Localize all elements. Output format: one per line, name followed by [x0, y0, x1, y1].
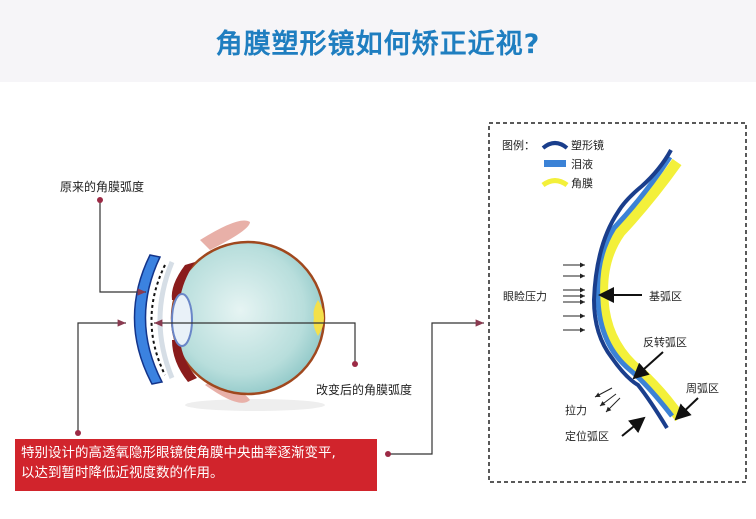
label-alignment-curve: 定位弧区	[565, 430, 609, 443]
label-peripheral-curve: 周弧区	[686, 382, 719, 395]
label-original-curvature: 原来的角膜弧度	[60, 180, 145, 194]
iris-upper-icon	[171, 262, 195, 300]
lens-icon	[171, 293, 193, 347]
legend-label-lens: 塑形镜	[571, 139, 604, 152]
legend-label-cornea: 角膜	[571, 177, 593, 190]
label-eyelid-pressure: 眼睑压力	[503, 290, 547, 303]
leader-original-curvature	[99, 200, 146, 296]
label-pull-force: 拉力	[565, 404, 587, 417]
dot-callout	[75, 430, 81, 436]
cornea-icon	[157, 261, 175, 379]
dot-changed-curvature	[352, 361, 358, 367]
eye-shadow	[185, 399, 325, 411]
explanation-callout: 特别设计的高透氧隐形眼镜使角膜中央曲率逐渐变平, 以达到暂时降低近视度数的作用。	[15, 439, 377, 491]
label-changed-curvature: 改变后的角膜弧度	[316, 383, 413, 397]
header-banner: 角膜塑形镜如何矫正近视?	[0, 0, 756, 82]
leader-changed-curvature	[154, 319, 356, 364]
pull-force-arrows	[594, 387, 621, 413]
legend-cornea-icon	[541, 178, 569, 188]
label-base-curve: 基弧区	[649, 290, 682, 303]
connector-to-detail	[388, 319, 484, 455]
eyeball-icon	[170, 240, 326, 396]
legend-title: 图例：	[502, 139, 535, 152]
callout-line-2: 以达到暂时降低近视度数的作用。	[21, 465, 224, 481]
detail-box	[488, 122, 747, 483]
arrow-alignment-curve	[621, 416, 646, 437]
callout-line-1: 特别设计的高透氧隐形眼镜使角膜中央曲率逐渐变平,	[21, 445, 336, 461]
original-cornea-curve	[150, 264, 166, 376]
arrow-reverse-curve	[632, 351, 664, 380]
fovea-icon	[313, 300, 324, 336]
iris-lower-icon	[172, 340, 197, 382]
legend-tear-icon	[544, 160, 566, 167]
dot-connector	[385, 451, 391, 457]
dot-original-curvature	[97, 197, 103, 203]
legend-lens-icon	[541, 141, 569, 150]
page-title: 角膜塑形镜如何矫正近视?	[215, 29, 541, 60]
lens-section	[591, 149, 673, 430]
ortho-k-lens-icon	[133, 254, 164, 385]
arrow-peripheral-curve	[674, 397, 699, 421]
label-reverse-curve: 反转弧区	[643, 336, 687, 349]
upper-eyelid-icon	[200, 220, 250, 250]
eyelid-pressure-arrows	[563, 262, 585, 333]
legend-label-tear: 泪液	[571, 158, 593, 171]
leader-callout	[77, 319, 126, 433]
